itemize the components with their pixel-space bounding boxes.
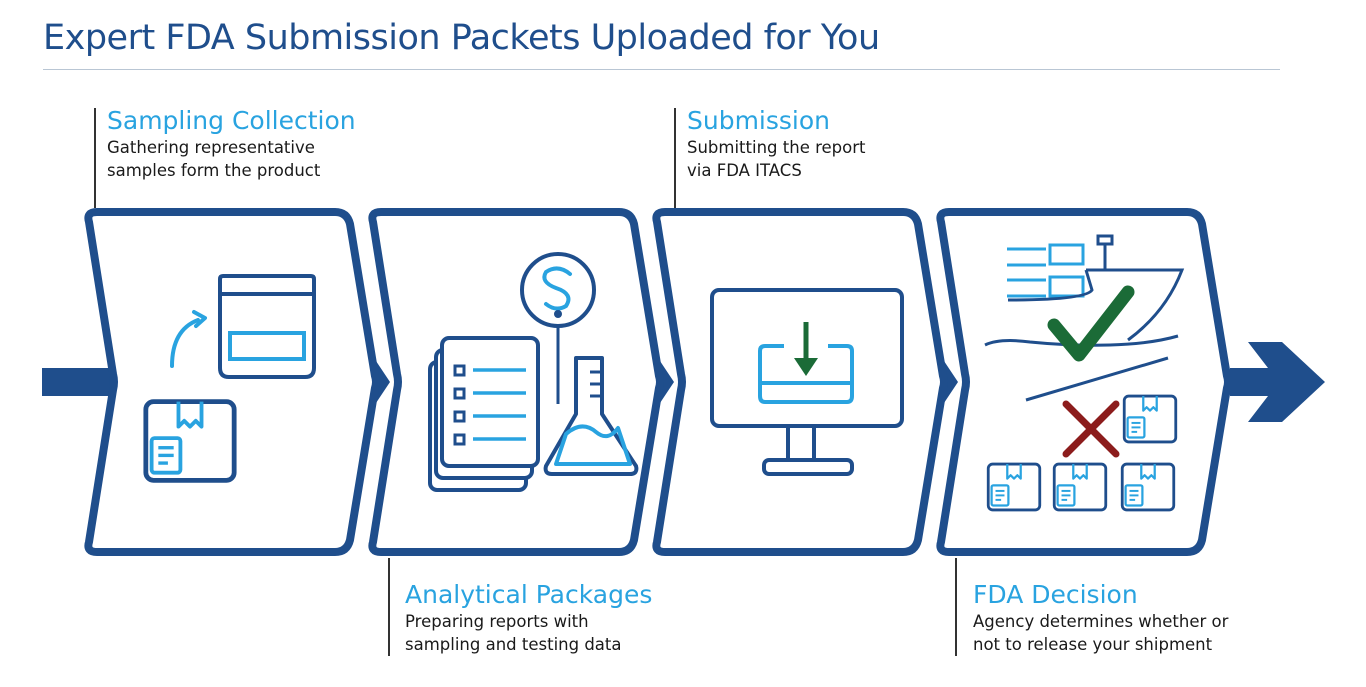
step-2-desc-line-1: Preparing reports with [405, 612, 589, 631]
package-box-icon [1122, 394, 1178, 444]
step-3-desc-line-1: Submitting the report [687, 138, 866, 157]
step-4-desc-line-1: Agency determines whether or [973, 612, 1229, 631]
step-1-desc-line-2: samples form the product [107, 161, 321, 180]
package-box-icon [146, 402, 234, 481]
stage-panel-1 [84, 208, 380, 556]
title-divider [43, 69, 1280, 70]
step-1-leader-line [94, 108, 96, 208]
step-1-label: Sampling Collection Gathering representa… [107, 106, 356, 182]
curved-arrow-icon [170, 310, 207, 368]
sample-bag-icon [218, 274, 316, 379]
approve-check-icon [1047, 285, 1135, 362]
step-4-heading: FDA Decision [973, 580, 1138, 609]
step-3-heading: Submission [687, 106, 831, 135]
step-1-desc-line-1: Gathering representative [107, 138, 315, 157]
package-box-icon [1120, 462, 1176, 512]
magnifier-icon [520, 252, 596, 404]
decision-divider-line [1025, 356, 1169, 402]
flask-icon [543, 356, 639, 476]
cargo-ship-icon [984, 234, 1185, 347]
step-4-desc-line-2: not to release your shipment [973, 635, 1213, 654]
step-4-leader-line [955, 558, 957, 656]
monitor-upload-icon [710, 288, 904, 476]
package-box-icon [1052, 462, 1108, 512]
step-2-label: Analytical Packages Preparing reports wi… [405, 580, 652, 656]
step-1-heading: Sampling Collection [107, 106, 356, 135]
package-box-icon [986, 462, 1042, 512]
page-title: Expert FDA Submission Packets Uploaded f… [43, 18, 880, 58]
step-2-leader-line [388, 558, 390, 656]
flow-inlet-bar [42, 368, 122, 396]
step-2-heading: Analytical Packages [405, 580, 653, 609]
step-3-leader-line [674, 108, 676, 208]
flow-outlet-arrow-icon [1230, 342, 1325, 422]
step-3-desc-line-2: via FDA ITACS [687, 161, 802, 180]
step-4-label: FDA Decision Agency determines whether o… [973, 580, 1228, 656]
reject-x-icon [1062, 400, 1120, 458]
step-3-label: Submission Submitting the report via FDA… [687, 106, 865, 182]
step-2-desc-line-2: sampling and testing data [405, 635, 622, 654]
report-stack-icon [428, 336, 540, 492]
